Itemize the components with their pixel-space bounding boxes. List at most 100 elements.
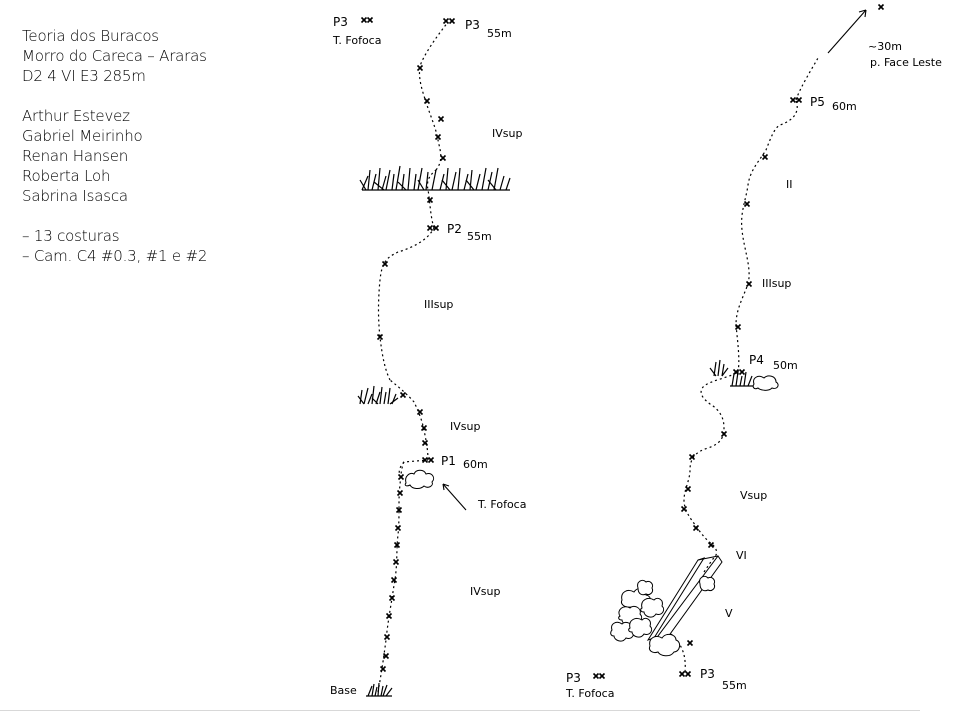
anchor-p3-icon — [684, 670, 692, 678]
bolt-icon — [416, 408, 424, 416]
grass-ledge-icon — [730, 371, 754, 387]
anchor-p5-icon — [795, 96, 803, 104]
gear-item: – 13 costuras — [22, 227, 120, 245]
anchor-p2-icon — [426, 224, 434, 232]
grade-label: IVsup — [492, 127, 522, 140]
fofoca-label: T. Fofoca — [477, 498, 526, 511]
bolt-icon — [439, 154, 447, 162]
bolt-icon — [434, 133, 442, 141]
anchor-p3-fofoca-icon — [598, 672, 606, 680]
bush-icon — [752, 375, 779, 391]
anchor-p1-icon — [421, 456, 429, 464]
bolts-right — [592, 3, 885, 680]
bolt-icon — [745, 280, 753, 288]
bolt-icon — [707, 541, 715, 549]
anchor-p3-fofoca-icon — [366, 16, 374, 24]
bolt-icon — [420, 424, 428, 432]
bolt-icon — [686, 639, 694, 647]
grade-label: IIIsup — [762, 277, 791, 290]
grade-label: Vsup — [740, 489, 767, 502]
p1-length: 60m — [463, 458, 488, 471]
bolt-icon — [376, 333, 384, 341]
p5-length: 60m — [832, 100, 857, 113]
p2-length: 55m — [467, 230, 492, 243]
bolt-icon — [761, 153, 769, 161]
p4-length: 50m — [773, 359, 798, 372]
p3-fofoca-label: P3 — [333, 15, 348, 29]
p3-length: 55m — [722, 679, 747, 692]
bolt-icon — [379, 665, 387, 673]
bolt-icon — [684, 485, 692, 493]
anchor-p4-icon — [738, 368, 746, 376]
bolt-icon — [734, 323, 742, 331]
bolt-icon — [382, 652, 390, 660]
anchor-p2-icon — [432, 224, 440, 232]
bolt-icon — [381, 260, 389, 268]
grass-base-icon — [366, 682, 393, 697]
bolt-icon — [426, 196, 434, 204]
climber-name: Gabriel Meirinho — [22, 127, 143, 145]
p3-label: P3 — [465, 18, 480, 32]
p3-fofoca-variant: T. Fofoca — [332, 34, 381, 47]
bolt-icon — [392, 558, 400, 566]
grade-label: IVsup — [450, 420, 480, 433]
exit-length: ~30m — [868, 40, 902, 53]
route-location: Morro do Careca – Araras — [22, 47, 207, 65]
climber-name: Renan Hansen — [22, 147, 129, 165]
bolt-icon — [385, 612, 393, 620]
p3-fofoca-label: P3 — [566, 671, 581, 685]
bolt-icon — [720, 430, 728, 438]
left-fofoca-path — [398, 461, 405, 477]
anchor-p3-icon — [448, 17, 456, 25]
climber-name: Roberta Loh — [22, 167, 111, 185]
route-title: Teoria dos Buracos — [22, 27, 159, 45]
route-grade: D2 4 VI E3 285m — [22, 67, 146, 85]
exit-note: p. Face Leste — [870, 56, 942, 69]
bolt-icon — [396, 489, 404, 497]
bolt-icon — [743, 200, 751, 208]
climber-name: Sabrina Isasca — [22, 187, 128, 205]
bush-icon — [404, 469, 435, 489]
bolt-icon — [388, 594, 396, 602]
bolt-icon — [437, 115, 445, 123]
base-label: Base — [330, 684, 357, 697]
anchor-p3-icon — [678, 670, 686, 678]
anchor-p5-icon — [789, 96, 797, 104]
p3-fofoca-variant: T. Fofoca — [565, 687, 614, 700]
bolt-icon — [423, 97, 431, 105]
fofoca-arrow-icon — [442, 483, 467, 511]
p2-label: P2 — [447, 222, 462, 236]
bolt-icon — [421, 439, 429, 447]
bolt-icon — [394, 524, 402, 532]
exit-bolt-icon — [877, 3, 885, 11]
grade-label: VI — [736, 549, 747, 562]
climber-name: Arthur Estevez — [22, 107, 130, 125]
exit-arrow-icon — [827, 9, 867, 54]
bolt-icon — [395, 506, 403, 514]
anchor-p3-fofoca-icon — [592, 672, 600, 680]
page-edge — [0, 710, 920, 711]
bolt-icon — [393, 541, 401, 549]
bolt-icon — [692, 524, 700, 532]
grass-ledge-icon — [357, 385, 399, 405]
bolt-icon — [399, 391, 407, 399]
p3-length: 55m — [487, 27, 512, 40]
bolt-icon — [680, 505, 688, 513]
p5-label: P5 — [810, 95, 825, 109]
bolts-left — [360, 16, 456, 673]
bolt-icon — [383, 633, 391, 641]
vegetation-band-icon — [359, 165, 511, 191]
grade-label: IIIsup — [424, 298, 453, 311]
p4-label: P4 — [749, 353, 764, 367]
grade-label: V — [725, 607, 733, 620]
left-route-line — [377, 21, 449, 693]
p3-label: P3 — [700, 667, 715, 681]
anchor-p3-fofoca-icon — [360, 16, 368, 24]
p1-label: P1 — [441, 454, 456, 468]
grade-label: II — [786, 178, 793, 191]
bolt-icon — [390, 576, 398, 584]
grade-label: IVsup — [470, 585, 500, 598]
anchor-p1-icon — [427, 456, 435, 464]
bolt-icon — [688, 453, 696, 461]
